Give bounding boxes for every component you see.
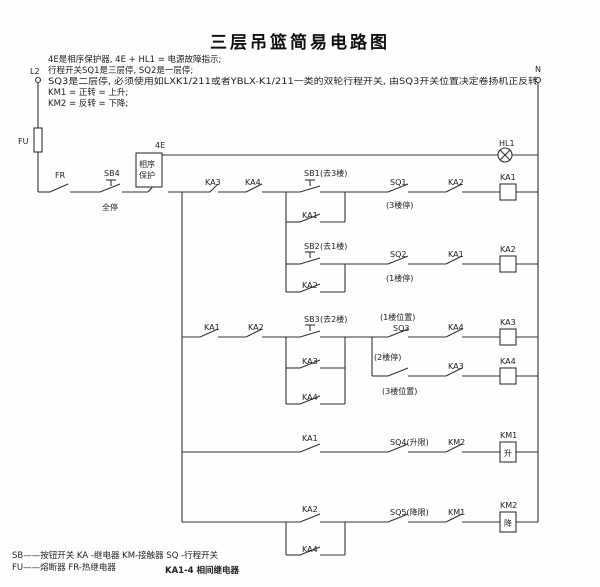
label-sb2: SB2 (304, 242, 320, 251)
label-sq4: SQ4(升限) (390, 438, 429, 447)
wires (34, 76, 542, 556)
label-r3-hold2: KA4 (302, 393, 318, 402)
label-coil-ka2: KA2 (500, 245, 516, 254)
label-r2-c3: KA1 (448, 250, 464, 259)
label-4e: 4E (155, 141, 165, 150)
label-sb1-note: (去3楼) (320, 168, 347, 178)
label-sq3-note-top: (1楼位置) (380, 312, 415, 322)
label-sq3-note-mid: (2楼停) (374, 352, 401, 362)
label-sq3-note-bot: (3楼位置) (382, 386, 417, 396)
label-km2-note: 降 (504, 518, 512, 528)
label-sq2: SQ2 (390, 250, 406, 259)
legend-line-1: SB——按钮开关 KA -继电器 KM-接触器 SQ -行程开关 (12, 550, 219, 561)
label-coil-ka4: KA4 (500, 357, 516, 366)
phase-protector-box (135, 152, 163, 188)
note-4: KM1 = 正转 = 上升; (48, 87, 128, 98)
legend: SB——按钮开关 KA -继电器 KM-接触器 SQ -行程开关 FU——熔断器… (12, 550, 239, 576)
label-r1-c1: KA3 (205, 178, 221, 187)
rail-right-label: N (535, 65, 541, 74)
component-labels: FU FR SB4 全停 4E 相序 保护 HL1 KA3 KA4 SB1 (去… (18, 137, 517, 554)
label-sb4-note: 全停 (102, 202, 118, 212)
label-r4-c1: KA1 (302, 434, 318, 443)
label-r3-c1: KA1 (204, 323, 220, 332)
label-4e-note1: 相序 (139, 159, 155, 169)
note-3: SQ3是二层停, 必须使用如LXK1/211或者YBLX-K1/211一类的双轮… (48, 76, 539, 87)
coil-ka3 (499, 328, 517, 346)
label-hl1: HL1 (499, 139, 515, 148)
label-r3-c2: KA2 (248, 323, 264, 332)
label-km1-note: 升 (504, 449, 512, 458)
label-r5-c3: KM1 (448, 508, 465, 517)
diagram-title: 三层吊篮简易电路图 (210, 32, 390, 53)
notes: 4E是相序保护器, 4E + HL1 = 电源故障指示; 行程开关SQ1是三层停… (48, 54, 539, 109)
label-r1-c2: KA4 (245, 178, 261, 187)
label-r5-c1: KA2 (302, 505, 318, 514)
label-sb3: SB3 (304, 315, 320, 324)
label-r4-c2: KM2 (448, 438, 465, 447)
label-fr: FR (55, 171, 66, 180)
label-sq5: SQ5(降限) (390, 507, 429, 517)
label-sb4: SB4 (104, 169, 120, 178)
label-sb2-note: (去1楼) (320, 241, 347, 251)
label-coil-ka3: KA3 (500, 318, 516, 327)
label-coil-km1: KM1 (500, 431, 517, 440)
coil-ka1 (499, 183, 517, 201)
note-5: KM2 = 反转 = 下降; (48, 98, 128, 109)
coil-ka4 (499, 367, 517, 385)
coil-ka2 (499, 255, 517, 273)
label-r1-c3: KA2 (448, 178, 464, 187)
label-r3-hold: KA3 (302, 357, 318, 366)
label-fu: FU (18, 137, 29, 146)
label-r3-c3: KA4 (448, 323, 464, 332)
fuse-symbol (33, 127, 43, 153)
label-sb3-note: (去2楼) (320, 314, 347, 324)
label-4e-note2: 保护 (139, 170, 155, 180)
label-sq1: SQ1 (390, 178, 406, 187)
rail-left-label: L2 (30, 67, 40, 76)
label-r5-c2: KA4 (302, 545, 318, 554)
label-sq3: SQ3 (393, 324, 409, 333)
label-coil-km2: KM2 (500, 501, 517, 510)
note-2: 行程开关SQ1是三层停, SQ2是一层停; (48, 65, 193, 76)
label-r1-hold: KA1 (302, 211, 318, 220)
note-1: 4E是相序保护器, 4E + HL1 = 电源故障指示; (48, 54, 221, 65)
lamp-icon (497, 147, 513, 163)
label-r3-c4: KA3 (448, 362, 464, 371)
legend-line-2: FU——熔断器 FR-热继电器 (12, 562, 116, 573)
label-sq1-note: (3楼停) (386, 200, 413, 210)
label-coil-ka1: KA1 (500, 173, 516, 182)
label-r2-hold: KA2 (302, 281, 318, 290)
legend-line-3: KA1-4 相间继电器 (165, 565, 239, 576)
coil-km1 (499, 441, 517, 463)
coil-km2 (499, 511, 517, 533)
label-sq2-note: (1楼停) (386, 273, 413, 283)
label-sb1: SB1 (304, 169, 320, 178)
